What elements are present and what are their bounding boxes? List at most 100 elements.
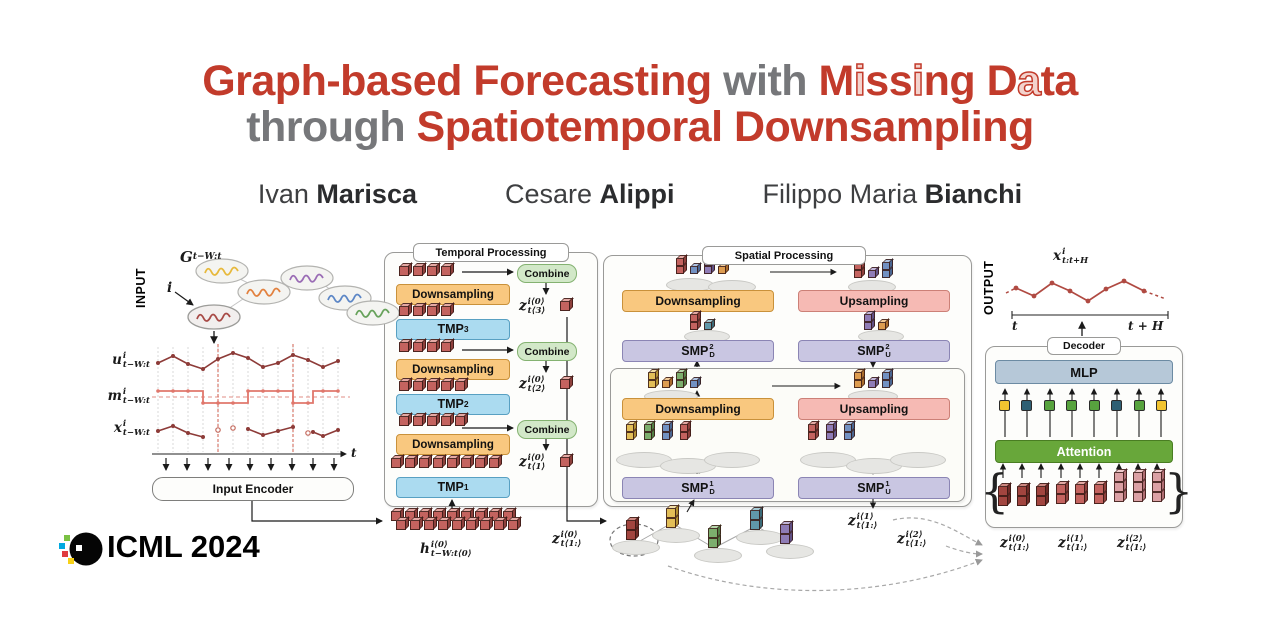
cube bbox=[447, 458, 457, 468]
cube bbox=[410, 520, 420, 530]
cube bbox=[998, 496, 1008, 506]
cube bbox=[399, 306, 409, 316]
cube bbox=[690, 266, 698, 274]
title-part-5: Spatiotemporal Downsampling bbox=[416, 103, 1035, 152]
input-time-series bbox=[152, 344, 350, 471]
cube bbox=[413, 342, 423, 352]
cube bbox=[808, 432, 816, 440]
spatial-l1-cluster-left bbox=[648, 372, 698, 388]
cube bbox=[399, 416, 409, 426]
cube bbox=[424, 520, 434, 530]
title-data-word: Data bbox=[986, 57, 1079, 105]
output-axis-end: t + H bbox=[1128, 319, 1164, 333]
cube bbox=[1094, 494, 1104, 504]
author-2: Cesare Alippi bbox=[504, 179, 675, 209]
cube bbox=[854, 380, 862, 388]
z3-cube bbox=[560, 301, 570, 311]
latent-node-stack bbox=[750, 510, 760, 530]
decoder-input-stack bbox=[1056, 484, 1066, 504]
graph-shadow bbox=[704, 452, 760, 468]
cube bbox=[413, 306, 423, 316]
cube bbox=[1094, 484, 1104, 494]
output-axis-start: t bbox=[1012, 319, 1018, 333]
icml-logo-icon bbox=[59, 532, 103, 566]
cube bbox=[427, 342, 437, 352]
brace-right: } bbox=[1164, 464, 1194, 518]
cube bbox=[644, 432, 652, 440]
conference-label: ICML 2024 bbox=[107, 529, 260, 564]
cube bbox=[750, 510, 760, 520]
cube bbox=[1017, 496, 1027, 506]
graph-shadow bbox=[694, 548, 742, 563]
spatial-l1-cluster-right bbox=[854, 372, 890, 388]
mlp-box: MLP bbox=[995, 360, 1173, 384]
temporal-cubes bbox=[391, 458, 499, 468]
cube bbox=[826, 432, 834, 440]
cube bbox=[441, 416, 451, 426]
cube bbox=[1133, 482, 1143, 492]
cube bbox=[441, 381, 451, 391]
title-part-1: Graph-based Forecasting bbox=[202, 57, 712, 105]
input-graph bbox=[174, 258, 400, 345]
latent-node-stack bbox=[708, 528, 718, 548]
z2-cube bbox=[560, 379, 570, 389]
cube bbox=[399, 381, 409, 391]
cube bbox=[750, 520, 760, 530]
cube bbox=[708, 528, 718, 538]
spatial-l2-upsampling: Upsampling bbox=[798, 290, 950, 312]
cube bbox=[648, 380, 656, 388]
z1-cube bbox=[560, 457, 570, 467]
cube bbox=[427, 306, 437, 316]
cube bbox=[441, 306, 451, 316]
cube bbox=[676, 380, 684, 388]
cube bbox=[455, 416, 465, 426]
spatial-l2-mid-left bbox=[690, 314, 712, 330]
cube bbox=[676, 266, 684, 274]
decoder-input-stack bbox=[998, 486, 1008, 506]
decoder-input-stack bbox=[1152, 472, 1162, 502]
cube bbox=[494, 520, 504, 530]
cube bbox=[780, 524, 790, 534]
spatial-l2-cluster-right bbox=[854, 262, 890, 278]
decoder-input-stack bbox=[1036, 486, 1046, 506]
cube bbox=[427, 266, 437, 276]
decoder-input-stack bbox=[1017, 486, 1027, 506]
cube bbox=[1036, 496, 1046, 506]
attention-box: Attention bbox=[995, 440, 1173, 463]
graph-shadow bbox=[890, 452, 946, 468]
cube bbox=[413, 266, 423, 276]
scale-selector-squares bbox=[995, 400, 1171, 411]
cube bbox=[413, 416, 423, 426]
temporal-processing-tab: Temporal Processing bbox=[413, 243, 569, 262]
cube bbox=[455, 381, 465, 391]
cube bbox=[878, 322, 886, 330]
cube bbox=[718, 266, 726, 274]
cube bbox=[480, 520, 490, 530]
cube bbox=[864, 322, 872, 330]
scale-select-square bbox=[1043, 400, 1055, 411]
spatial-l1-upsampling: Upsampling bbox=[798, 398, 950, 420]
cube bbox=[438, 520, 448, 530]
cube bbox=[441, 342, 451, 352]
latent-node-stack bbox=[780, 524, 790, 544]
time-axis-label: t bbox=[351, 446, 357, 460]
cube bbox=[560, 301, 570, 311]
cube bbox=[868, 380, 876, 388]
cube bbox=[433, 458, 443, 468]
temporal-cubes bbox=[399, 306, 451, 316]
decoder-input-stack bbox=[1133, 472, 1143, 502]
decoder-input-stack bbox=[1114, 472, 1124, 502]
cube bbox=[1036, 486, 1046, 496]
title-part-2: with bbox=[723, 57, 808, 105]
cube bbox=[868, 270, 876, 278]
h-embedding-cubes bbox=[391, 511, 513, 521]
cube bbox=[626, 520, 636, 530]
